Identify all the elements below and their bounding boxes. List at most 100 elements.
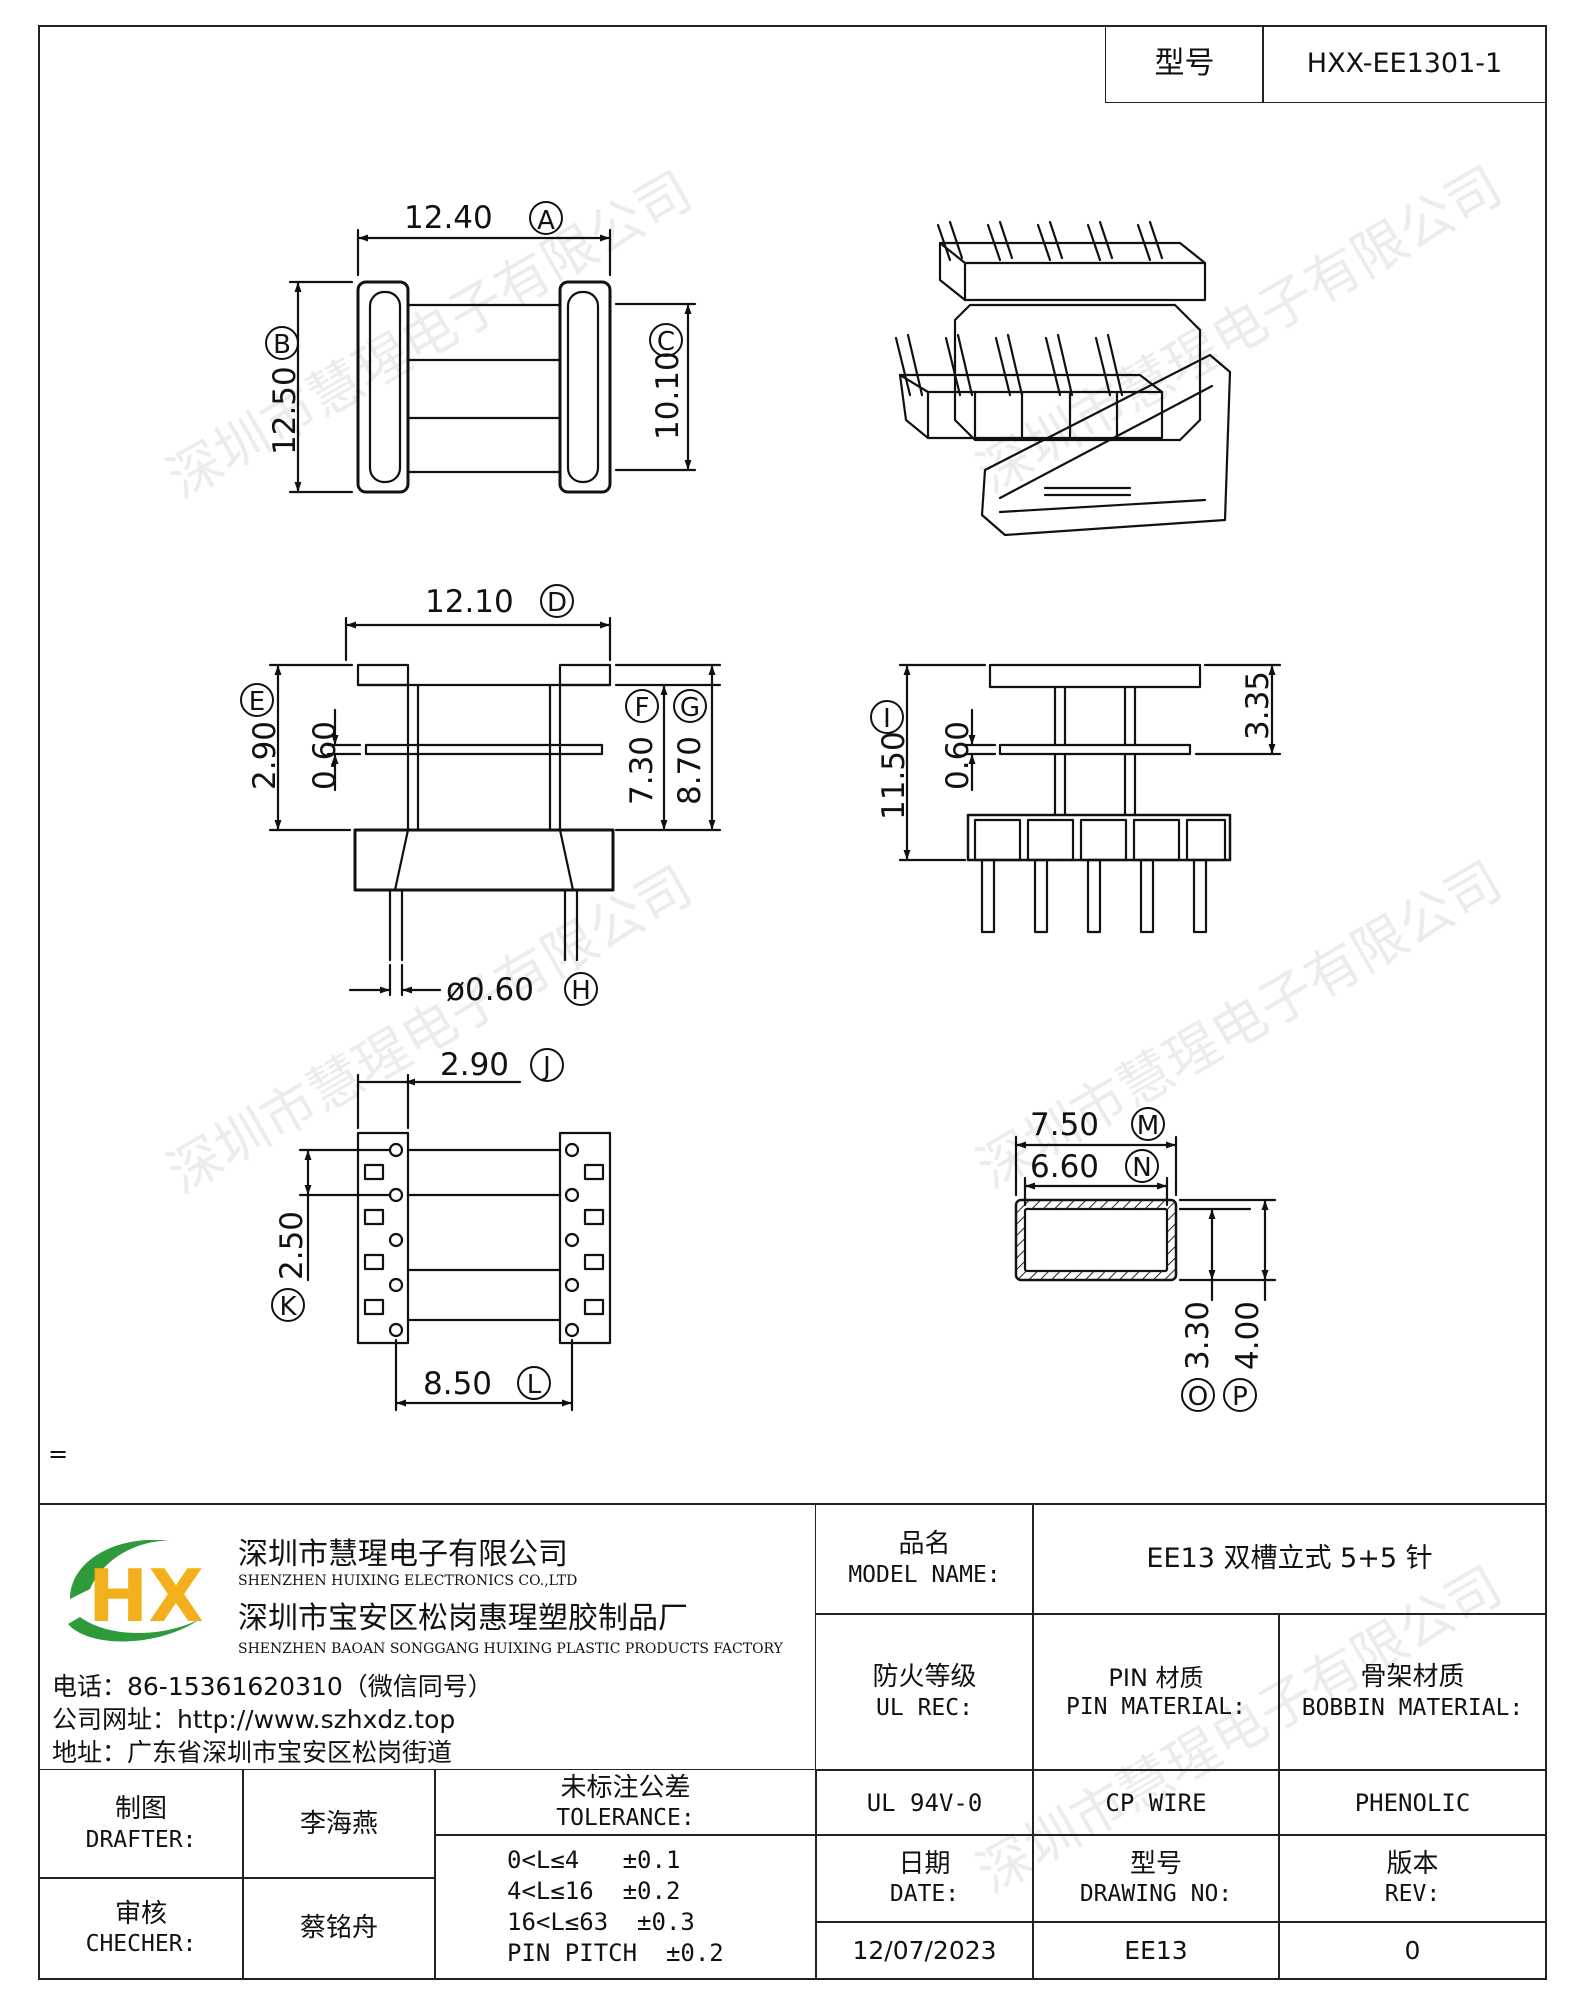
dim-O-letter: O — [1188, 1382, 1208, 1412]
note-mark: = — [48, 1440, 68, 1468]
drafter-name: 李海燕 — [242, 1769, 436, 1879]
dim-E-letter: E — [249, 687, 265, 717]
dim-F-value: 7.30 — [624, 736, 660, 805]
side-view — [898, 663, 1282, 934]
date-value: 12/07/2023 — [815, 1921, 1034, 1980]
model-number: HXX-EE1301-1 — [1262, 25, 1547, 103]
ul-rec-en: UL REC: — [876, 1694, 973, 1721]
front-view — [268, 616, 722, 997]
dim-G-letter: G — [680, 693, 700, 723]
tolerance-values: 0<L≤4 ±0.1 4<L≤16 ±0.2 16<L≤63 ±0.3 PIN … — [434, 1834, 817, 1980]
dim-P-value: 4.00 — [1230, 1301, 1266, 1370]
rev-value: 0 — [1278, 1921, 1547, 1980]
dim-I2-value: 0.60 — [940, 721, 976, 790]
dim-M-letter: M — [1137, 1111, 1159, 1141]
logo-letters: HX — [88, 1554, 204, 1638]
dim-C-letter: C — [657, 327, 675, 357]
factory-name-cn: 深圳市宝安区松岗惠瑆塑胶制品厂 — [238, 1601, 688, 1636]
model-name-cn: 品名 — [898, 1529, 951, 1560]
ul-rec-cn: 防火等级 — [872, 1662, 977, 1693]
dim-E2-value: 0.60 — [307, 721, 343, 790]
company-website: 公司网址：http://www.szhxdz.top — [52, 1705, 456, 1734]
dim-A-letter: A — [537, 206, 555, 236]
model-name-en: MODEL NAME: — [848, 1561, 1001, 1588]
pin-material-value: CP WIRE — [1032, 1769, 1280, 1836]
checker-label: 审核 CHECHER: — [38, 1877, 244, 1980]
date-en: DATE: — [889, 1881, 960, 1908]
dim-E-value: 2.90 — [247, 721, 283, 790]
tolerance-cn: 未标注公差 — [560, 1772, 691, 1803]
ul-rec-label: 防火等级 UL REC: — [815, 1613, 1034, 1771]
dim-H-value: ø0.60 — [446, 972, 534, 1008]
dim-L-letter: L — [527, 1370, 542, 1400]
dim-J-value: 2.90 — [440, 1047, 509, 1083]
drafter-en: DRAFTER: — [85, 1826, 197, 1853]
top-view — [288, 228, 697, 494]
tolerance-line: 16<L≤63 ±0.3 — [507, 1908, 695, 1936]
tolerance-line: 4<L≤16 ±0.2 — [507, 1876, 681, 1905]
company-name-en: SHENZHEN HUIXING ELECTRONICS CO.,LTD — [238, 1573, 578, 1589]
ul-rec-value: UL 94V-0 — [815, 1769, 1034, 1836]
tolerance-line: 0<L≤4 ±0.1 — [507, 1845, 681, 1874]
model-name-label: 品名 MODEL NAME: — [815, 1503, 1034, 1615]
pin-layout-view — [298, 1073, 612, 1412]
company-area: HX 深圳市慧瑆电子有限公司 SHENZHEN HUIXING ELECTRON… — [40, 1505, 815, 1769]
dim-I3-value: 3.35 — [1240, 671, 1276, 740]
dim-O-value: 3.30 — [1180, 1301, 1216, 1370]
dim-H-letter: H — [571, 976, 591, 1006]
isometric-view — [894, 220, 1232, 537]
dim-A-value: 12.40 — [404, 200, 493, 236]
dim-G-value: 8.70 — [672, 736, 708, 805]
dim-L-value: 8.50 — [423, 1366, 492, 1402]
tolerance-label: 未标注公差 TOLERANCE: — [434, 1769, 817, 1836]
bobbin-material-en: BOBBIN MATERIAL: — [1301, 1694, 1524, 1721]
tolerance-en: TOLERANCE: — [556, 1805, 695, 1832]
company-name-cn: 深圳市慧瑆电子有限公司 — [238, 1537, 568, 1572]
drawing-no-value: EE13 — [1032, 1921, 1280, 1980]
tolerance-line: PIN PITCH ±0.2 — [507, 1939, 724, 1968]
drawing-no-label: 型号 DRAWING NO: — [1032, 1834, 1280, 1923]
pin-material-en: PIN MATERIAL: — [1065, 1693, 1246, 1720]
drawing-no-en: DRAWING NO: — [1079, 1881, 1233, 1908]
drawing-no-cn: 型号 — [1129, 1848, 1182, 1879]
pin-material-label: PIN 材质 PIN MATERIAL: — [1032, 1613, 1280, 1771]
dim-I-value: 11.50 — [876, 731, 912, 820]
dim-B-value: 12.50 — [267, 366, 303, 455]
dim-K-letter: K — [279, 1292, 297, 1322]
company-phone: 电话：86-15361620310（微信同号） — [52, 1672, 493, 1701]
dim-I-letter: I — [883, 704, 891, 734]
drafter-label: 制图 DRAFTER: — [38, 1769, 244, 1879]
dim-J-letter: J — [541, 1052, 551, 1082]
rev-label: 版本 REV: — [1278, 1834, 1547, 1923]
section-view — [1014, 1135, 1277, 1302]
dim-F-letter: F — [635, 693, 650, 723]
model-name-value: EE13 双槽立式 5+5 针 — [1032, 1503, 1547, 1615]
checker-cn: 审核 — [114, 1898, 167, 1929]
rev-en: REV: — [1384, 1881, 1441, 1908]
technical-drawing: 12.40 A 12.50 B 10.10 C 12.10 D E 2.90 0… — [48, 200, 1282, 1468]
model-label: 型号 — [1105, 25, 1264, 103]
checker-name: 蔡铭舟 — [242, 1877, 436, 1980]
pin-material-cn: PIN 材质 — [1108, 1663, 1204, 1692]
dim-C-value: 10.10 — [650, 351, 686, 440]
dim-B-letter: B — [273, 330, 291, 360]
bobbin-material-label: 骨架材质 BOBBIN MATERIAL: — [1278, 1613, 1547, 1771]
company-address: 地址：广东省深圳市宝安区松岗街道 — [52, 1738, 453, 1767]
dim-D-letter: D — [547, 588, 567, 618]
date-cn: 日期 — [898, 1848, 951, 1879]
dim-N-value: 6.60 — [1030, 1149, 1099, 1185]
drafter-cn: 制图 — [114, 1794, 167, 1825]
dim-P-letter: P — [1232, 1382, 1248, 1412]
date-label: 日期 DATE: — [815, 1834, 1034, 1923]
bobbin-material-value: PHENOLIC — [1278, 1769, 1547, 1836]
dim-D-value: 12.10 — [425, 584, 514, 620]
bobbin-material-cn: 骨架材质 — [1360, 1662, 1465, 1693]
title-block-divider — [38, 1503, 1547, 1505]
dim-N-letter: N — [1132, 1153, 1151, 1183]
dim-M-value: 7.50 — [1030, 1107, 1099, 1143]
dim-K-value: 2.50 — [274, 1211, 310, 1280]
company-logo: HX — [68, 1539, 204, 1642]
rev-cn: 版本 — [1386, 1848, 1439, 1879]
checker-en: CHECHER: — [85, 1931, 197, 1958]
factory-name-en: SHENZHEN BAOAN SONGGANG HUIXING PLASTIC … — [238, 1641, 783, 1657]
